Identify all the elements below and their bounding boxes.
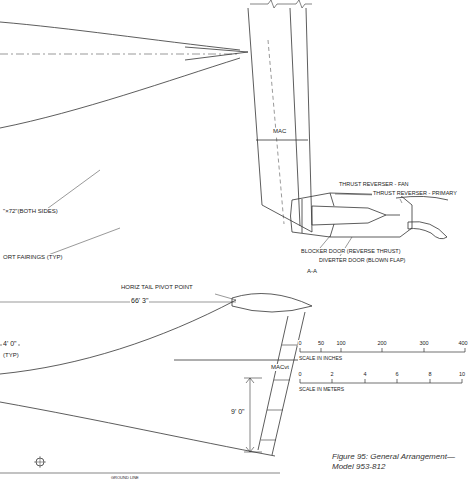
scale-number: 200 xyxy=(376,340,387,346)
fuselage-outline xyxy=(0,58,240,128)
fin-trailing-edge xyxy=(272,312,305,455)
scale-bars xyxy=(300,348,465,383)
figure-caption: Figure 95: General Arrangement— Model 95… xyxy=(332,452,464,473)
scale-number: 0 xyxy=(297,340,302,346)
mac-label: MAC xyxy=(272,128,287,135)
engine-core xyxy=(312,206,386,225)
blown-flap xyxy=(408,222,447,239)
reference-symbol xyxy=(34,456,46,468)
scale-number: 100 xyxy=(335,340,346,346)
rudder-hinge xyxy=(258,316,288,450)
dimension-label: 66' 3" xyxy=(130,297,149,305)
mac-line xyxy=(256,140,308,141)
centerline xyxy=(0,54,238,55)
nacelle-outline xyxy=(291,193,413,237)
ground-line-label: GROUND LINE xyxy=(110,476,140,480)
callout-label: THRUST REVERSER - FAN xyxy=(338,181,410,187)
dimension-label: 4' 0" xyxy=(2,340,18,348)
section-label: A-A xyxy=(306,268,318,275)
dimension-line xyxy=(0,302,236,303)
callout-label: HORIZ TAIL PIVOT POINT xyxy=(120,284,194,291)
scale-number: 6 xyxy=(394,371,399,377)
callout-label: DIVERTER DOOR (BLOWN FLAP) xyxy=(318,257,406,263)
thrust-reverser xyxy=(330,193,334,237)
scale-number: 8 xyxy=(427,371,432,377)
horizontal-tail-section xyxy=(232,294,312,313)
callout-label: THRUST REVERSER - PRIMARY xyxy=(372,190,458,196)
mac-line xyxy=(174,360,302,361)
leader-line xyxy=(215,294,236,300)
scale-number: 4 xyxy=(362,371,367,377)
exhaust xyxy=(386,215,400,216)
mac-label: MACvt xyxy=(270,364,290,371)
callout-label: ORT FAIRINGS (TYP) xyxy=(2,254,63,261)
scale-number: 50 xyxy=(317,340,325,346)
dimension-line xyxy=(244,378,262,452)
tail-cone xyxy=(185,47,248,60)
nacelle-section xyxy=(291,193,449,256)
scale-number: 10 xyxy=(458,371,466,377)
top-view xyxy=(0,0,312,258)
rudder-segment xyxy=(261,345,298,440)
ground-line xyxy=(0,473,280,474)
elevator-hinge xyxy=(290,8,300,226)
fin-leading-edge xyxy=(0,300,236,374)
side-view xyxy=(0,294,312,474)
fuselage-outline xyxy=(0,22,240,50)
inch-scale xyxy=(300,348,465,352)
scale-title: SCALE IN INCHES xyxy=(298,356,343,362)
dimension-break xyxy=(250,0,312,8)
scale-title: SCALE IN METERS xyxy=(298,387,345,393)
scale-number: 0 xyxy=(297,371,302,377)
fuselage-outline xyxy=(0,402,275,456)
scale-number: 2 xyxy=(329,371,334,377)
wing-section xyxy=(396,196,448,200)
leader-line xyxy=(320,194,402,256)
callout-label: BLOCKER DOOR (REVERSE THRUST) xyxy=(300,248,402,254)
scale-number: 400 xyxy=(457,340,468,346)
scale-number: 300 xyxy=(418,340,429,346)
dimension-label: 9' 0" xyxy=(230,408,246,416)
meter-scale xyxy=(300,379,462,383)
dimension-note: "×72"(BOTH SIDES) xyxy=(2,208,59,215)
callout-label: (TYP) xyxy=(2,352,20,359)
arrowhead xyxy=(246,378,254,452)
fan-face xyxy=(302,199,303,233)
